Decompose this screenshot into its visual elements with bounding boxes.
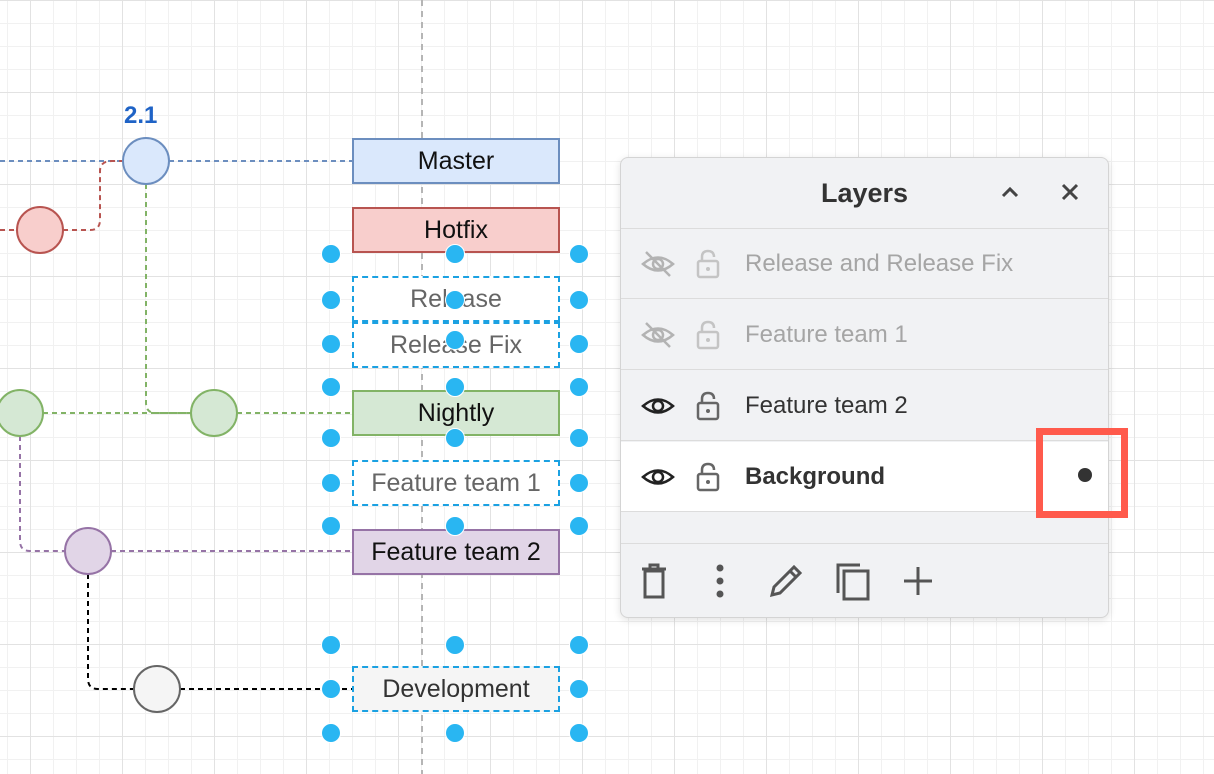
development-commit-node[interactable] bbox=[133, 665, 181, 713]
resize-handle[interactable] bbox=[321, 516, 341, 536]
layer-row-feature-team-1[interactable]: Feature team 1 bbox=[621, 300, 1108, 370]
resize-handle[interactable] bbox=[569, 679, 589, 699]
layer-row-feature-team-2[interactable]: Feature team 2 bbox=[621, 371, 1108, 441]
layer-name: Release and Release Fix bbox=[745, 250, 1014, 277]
layer-name: Background bbox=[745, 463, 886, 490]
branch-master[interactable]: Master bbox=[352, 138, 560, 184]
close-button[interactable] bbox=[1052, 174, 1088, 210]
layers-list: Release and Release Fix Feature team 1 F… bbox=[621, 228, 1108, 544]
unlock-icon[interactable] bbox=[690, 388, 726, 424]
feature-team-2-commit-node[interactable] bbox=[64, 527, 112, 575]
active-layer-indicator[interactable] bbox=[1078, 468, 1092, 482]
resize-handle[interactable] bbox=[321, 244, 341, 264]
resize-handle[interactable] bbox=[321, 723, 341, 743]
resize-handle[interactable] bbox=[445, 516, 465, 536]
resize-handle[interactable] bbox=[321, 290, 341, 310]
resize-handle[interactable] bbox=[321, 679, 341, 699]
close-icon bbox=[1061, 183, 1079, 201]
eye-icon[interactable] bbox=[640, 388, 676, 424]
rename-layer-button[interactable] bbox=[763, 558, 809, 604]
branch-development[interactable]: Development bbox=[352, 666, 560, 712]
master-to-nightly-connector bbox=[145, 184, 191, 414]
resize-handle[interactable] bbox=[569, 723, 589, 743]
development-connector bbox=[87, 574, 352, 690]
unlock-icon[interactable] bbox=[690, 459, 726, 495]
resize-handle[interactable] bbox=[445, 428, 465, 448]
resize-handle[interactable] bbox=[569, 290, 589, 310]
resize-handle[interactable] bbox=[321, 635, 341, 655]
resize-handle[interactable] bbox=[321, 334, 341, 354]
nightly-commit-node[interactable] bbox=[190, 389, 238, 437]
layer-row-background[interactable]: Background bbox=[621, 442, 1108, 512]
trash-icon bbox=[642, 563, 666, 599]
resize-handle[interactable] bbox=[569, 635, 589, 655]
layer-name: Feature team 2 bbox=[745, 392, 908, 419]
layer-row-release-and-release-fix[interactable]: Release and Release Fix bbox=[621, 229, 1108, 299]
duplicate-icon bbox=[836, 563, 870, 601]
branch-feature-team-2[interactable]: Feature team 2 bbox=[352, 529, 560, 575]
chevron-up-icon bbox=[1001, 186, 1019, 198]
version-label: 2.1 bbox=[124, 102, 158, 129]
more-vertical-icon bbox=[716, 564, 724, 598]
resize-handle[interactable] bbox=[569, 244, 589, 264]
layer-name: Feature team 1 bbox=[745, 321, 908, 348]
unlock-icon[interactable] bbox=[690, 246, 726, 282]
resize-handle[interactable] bbox=[445, 377, 465, 397]
resize-handle[interactable] bbox=[321, 377, 341, 397]
duplicate-layer-button[interactable] bbox=[829, 558, 875, 604]
resize-handle[interactable] bbox=[445, 290, 465, 310]
delete-layer-button[interactable] bbox=[631, 558, 677, 604]
add-layer-button[interactable] bbox=[895, 558, 941, 604]
feature-team-2-connector bbox=[19, 436, 352, 552]
resize-handle[interactable] bbox=[445, 723, 465, 743]
hotfix-commit-node[interactable] bbox=[16, 206, 64, 254]
eye-icon[interactable] bbox=[640, 459, 676, 495]
resize-handle[interactable] bbox=[445, 330, 465, 350]
layers-panel: Layers Release and Release Fix Feature t… bbox=[620, 157, 1109, 618]
nightly-commit-node[interactable] bbox=[0, 389, 44, 437]
more-options-button[interactable] bbox=[697, 558, 743, 604]
pencil-icon bbox=[769, 564, 803, 598]
resize-handle[interactable] bbox=[445, 635, 465, 655]
resize-handle[interactable] bbox=[321, 428, 341, 448]
master-commit-node[interactable] bbox=[122, 137, 170, 185]
eye-off-icon[interactable] bbox=[640, 246, 676, 282]
resize-handle[interactable] bbox=[569, 473, 589, 493]
branch-feature-team-1[interactable]: Feature team 1 bbox=[352, 460, 560, 506]
panel-title: Layers bbox=[820, 178, 909, 208]
resize-handle[interactable] bbox=[569, 377, 589, 397]
resize-handle[interactable] bbox=[321, 473, 341, 493]
plus-icon bbox=[904, 567, 932, 595]
resize-handle[interactable] bbox=[445, 244, 465, 264]
highlight-box bbox=[1036, 428, 1128, 518]
resize-handle[interactable] bbox=[569, 516, 589, 536]
resize-handle[interactable] bbox=[569, 334, 589, 354]
resize-handle[interactable] bbox=[569, 428, 589, 448]
collapse-button[interactable] bbox=[992, 174, 1028, 210]
hotfix-connector bbox=[0, 160, 123, 231]
eye-off-icon[interactable] bbox=[640, 317, 676, 353]
unlock-icon[interactable] bbox=[690, 317, 726, 353]
